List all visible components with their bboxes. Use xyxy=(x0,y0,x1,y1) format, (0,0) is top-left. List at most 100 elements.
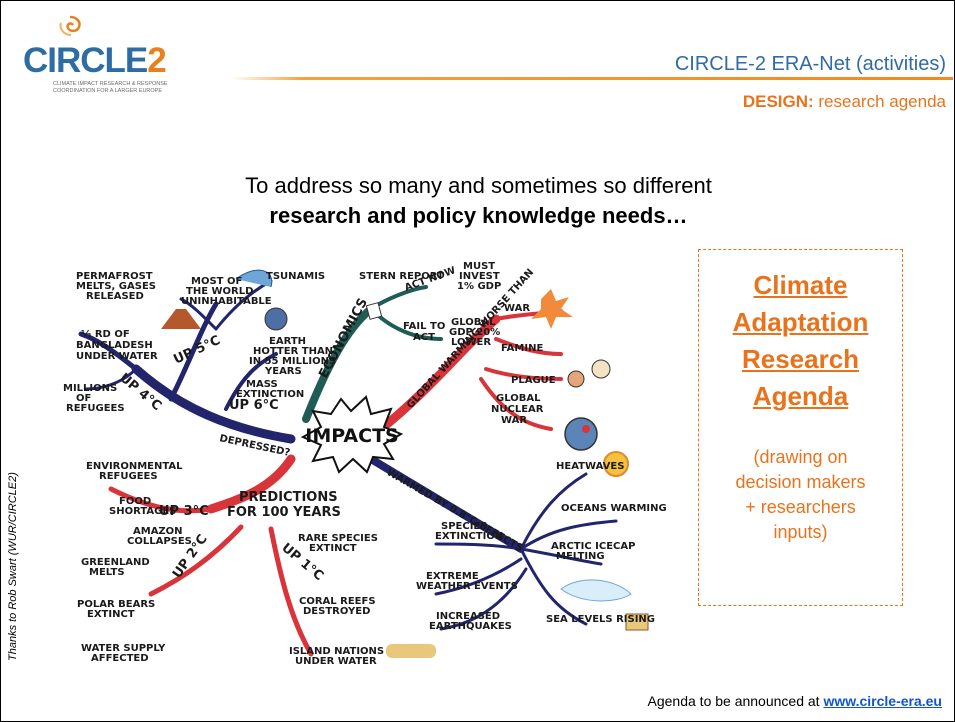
swirl-logo-icon xyxy=(59,15,81,36)
oceans-label: OCEANS WARMING xyxy=(561,503,667,514)
wave-icon xyxy=(235,269,273,288)
amazon-label: AMAZON COLLAPSES xyxy=(127,526,192,547)
impacts-burst xyxy=(300,395,404,474)
species-label: SPECIES EXTINCTION xyxy=(435,521,503,542)
footer-note: Agenda to be announced at www.circle-era… xyxy=(648,693,942,709)
agenda-callout: Climate Adaptation Research Agenda (draw… xyxy=(698,249,903,606)
house-icon xyxy=(625,613,649,631)
plague-cell-icon xyxy=(582,425,590,433)
earth-icon xyxy=(264,307,288,331)
intro-line-1: To address so many and sometimes so diff… xyxy=(245,173,712,198)
branch-up1 xyxy=(268,526,314,657)
branch-warmed xyxy=(367,455,525,553)
gdp-lower-label: GLOBAL GDP 20% LOWER xyxy=(449,317,504,348)
impacts-mind-map: IMPACTS ECONOMICS STERN REPORT ACT NOW M… xyxy=(63,261,667,667)
header-title: CIRCLE-2 ERA-Net (activities) xyxy=(674,53,946,75)
most-world-label: MOST OF THE WORLD UNINHABITABLE xyxy=(181,276,272,307)
branch-species xyxy=(434,542,523,551)
branch-heatwaves xyxy=(519,472,588,551)
branch-sea xyxy=(519,547,588,626)
bangladesh-label: ⅓ RD OF BANGLADESH UNDER WATER xyxy=(76,329,158,362)
polar-label: POLAR BEARS EXTINCT xyxy=(77,599,159,620)
branch-up3 xyxy=(108,486,214,514)
famine-label: FAMINE xyxy=(501,343,543,354)
agenda-title[interactable]: Climate Adaptation Research Agenda xyxy=(699,267,902,415)
agenda-title-line-1: Climate xyxy=(753,270,848,300)
env-refugees-label: ENVIRONMENTAL REFUGEES xyxy=(86,461,186,482)
branch-plague xyxy=(484,367,563,381)
mass-extinction-label: MASS EXTINCTION xyxy=(236,379,304,400)
volcano-icon xyxy=(161,309,201,329)
refugees-label: MILLIONS OF REFUGEES xyxy=(63,383,125,414)
sketch-decorations xyxy=(161,269,649,658)
logo-tagline: Climate impact research & response coord… xyxy=(53,81,168,94)
quakes-label: INCREASED EARTHQUAKES xyxy=(429,611,512,632)
skull-icon xyxy=(591,359,611,379)
must-invest-label: MUST INVEST 1% GDP xyxy=(457,261,503,292)
agenda-note: (drawing on decision makers + researcher… xyxy=(699,445,902,545)
iceberg-icon xyxy=(560,579,632,602)
agenda-title-line-4: Agenda xyxy=(752,381,849,411)
agenda-title-line-3: Research xyxy=(741,344,860,374)
predictions-label: PREDICTIONS FOR 100 YEARS xyxy=(227,490,342,520)
coral-label: CORAL REEFS DESTROYED xyxy=(299,596,379,617)
agenda-note-line-4: inputs) xyxy=(773,522,828,542)
branch-arctic xyxy=(519,547,603,566)
agenda-note-line-2: decision makers xyxy=(735,472,866,492)
document-icon xyxy=(365,302,383,320)
branch-extreme xyxy=(434,557,523,596)
sun-icon xyxy=(603,451,629,477)
economics-label: ECONOMICS xyxy=(316,296,371,381)
agenda-note-line-1: (drawing on xyxy=(753,447,848,467)
up3-label: UP 3°C xyxy=(159,504,209,519)
branch-up5 xyxy=(168,301,219,402)
island-label: ISLAND NATIONS UNDER WATER xyxy=(289,646,388,667)
food-label: FOOD SHORTAGES xyxy=(109,496,176,517)
rare-label: RARE SPECIES EXTINCT xyxy=(298,533,381,554)
act-now-label: ACT NOW xyxy=(403,265,457,294)
earth-hotter-label: EARTH HOTTER THAN IN 55 MILLIONS YEARS xyxy=(249,336,340,377)
fail-to-act-label: FAIL TO ACT xyxy=(403,321,449,343)
branch-economics xyxy=(302,305,375,423)
globe-icon xyxy=(564,417,598,451)
intro-line-2: research and policy knowledge needs… xyxy=(269,203,688,228)
arctic-label: ARCTIC ICECAP MELTING xyxy=(551,541,639,562)
war-label: WAR xyxy=(504,303,530,314)
explosion-icon xyxy=(531,289,573,329)
branch-up6 xyxy=(224,352,278,411)
branch-up2 xyxy=(148,524,244,597)
heatwaves-label: HEATWAVES xyxy=(556,461,624,472)
branch-predictions xyxy=(206,454,296,514)
branch-quakes xyxy=(439,567,528,631)
face-icon xyxy=(567,370,585,388)
nuclear-label: GLOBAL NUCLEAR WAR xyxy=(491,393,547,426)
branch-oceans xyxy=(519,519,618,551)
branch-depressed xyxy=(131,364,296,444)
branch-up5-left xyxy=(179,297,218,331)
branch-famine xyxy=(494,337,563,356)
header-subtitle: DESIGN: research agenda xyxy=(742,92,946,111)
greenland-label: GREENLAND MELTS xyxy=(81,557,153,578)
sea-levels-label: SEA LEVELS RISING xyxy=(546,614,655,625)
plague-label: PLAGUE xyxy=(511,375,556,386)
circle2-logo: CIRCLE2 Climate impact research & respon… xyxy=(23,15,183,100)
agenda-title-line-2: Adaptation xyxy=(732,307,869,337)
impacts-label: IMPACTS xyxy=(305,425,398,447)
up6-label: UP 6°C xyxy=(229,398,279,413)
agenda-note-line-3: + researchers xyxy=(745,497,856,517)
branch-nuclear xyxy=(479,377,553,431)
water-label: WATER SUPPLY AFFECTED xyxy=(81,643,169,664)
tsunamis-label: TSUNAMIS xyxy=(266,271,325,282)
image-credit: Thanks to Rob Swart (WUR/CIRCLE2) xyxy=(7,472,19,661)
logo-wordmark: CIRCLE2 xyxy=(23,41,167,80)
island-icon xyxy=(386,644,436,658)
header-divider xyxy=(231,77,953,80)
permafrost-label: PERMAFROST MELTS, GASES RELEASED xyxy=(76,271,159,302)
branch-warming xyxy=(376,314,501,434)
website-link[interactable]: www.circle-era.eu xyxy=(823,693,942,709)
footer-text: Agenda to be announced at xyxy=(647,693,824,709)
branch-up4-left xyxy=(78,331,139,372)
stern-label: STERN REPORT xyxy=(359,271,444,282)
branch-up4-refugees xyxy=(84,367,138,391)
